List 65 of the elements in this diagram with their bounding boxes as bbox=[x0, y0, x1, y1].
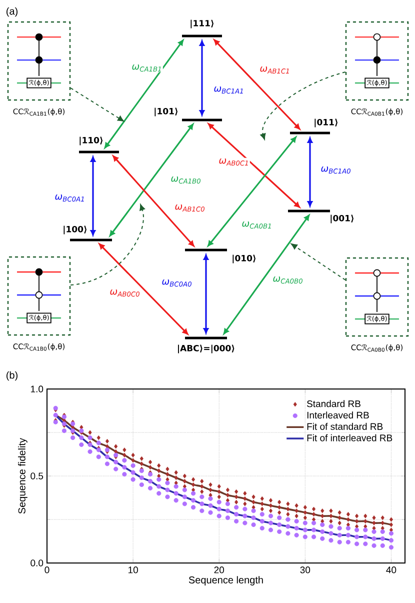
x-axis-title: Sequence length bbox=[188, 576, 263, 586]
energy-level: |001⟩ bbox=[288, 210, 354, 224]
transition-arrow bbox=[214, 39, 300, 130]
y-tick-label: 0.0 bbox=[30, 560, 44, 566]
node-label: |ABC⟩=|000⟩ bbox=[178, 344, 234, 354]
leader-line bbox=[70, 204, 145, 286]
y-tick-label: 0.5 bbox=[30, 472, 44, 480]
leader-line bbox=[291, 244, 346, 280]
edge-label: ω$_{BC0A1}$ bbox=[54, 194, 86, 202]
transition-arrow bbox=[307, 137, 313, 207]
node-label: |001⟩ bbox=[330, 214, 354, 224]
transition-arrow bbox=[199, 40, 205, 116]
edge-label: ω$_{AB0C0}$ bbox=[109, 288, 141, 298]
energy-level: |111⟩ bbox=[182, 20, 222, 38]
scatter-chart: 0 10 20 30 40 0.0 0.5 1.0 Sequence length Sequence fidelity Standard RB Interleaved RB Fit of standard RB Fit of interleaved RB bbox=[18, 386, 406, 586]
gate-box bbox=[7, 21, 71, 101]
gate-box bbox=[345, 21, 409, 101]
edge-label: ω$_{CA0B0}$ bbox=[272, 276, 304, 284]
edge-label: ω$_{CA1B1}$ bbox=[131, 64, 163, 72]
transition-arrow bbox=[109, 124, 194, 236]
gate-box bbox=[345, 257, 409, 337]
x-tick-label: 30 bbox=[300, 566, 310, 574]
x-tick-label: 10 bbox=[128, 566, 138, 574]
node-label: |101⟩ bbox=[154, 108, 178, 116]
x-tick-label: 0 bbox=[44, 566, 50, 574]
panel-label: (a) bbox=[6, 7, 18, 17]
legend-label: Fit of standard RB bbox=[307, 422, 383, 430]
edge-label: ω$_{BC1A0}$ bbox=[320, 166, 352, 174]
transition-arrow bbox=[104, 40, 184, 148]
edge-label: ω$_{CA1B0}$ bbox=[170, 176, 202, 184]
edge-label: ω$_{BC1A1}$ bbox=[213, 86, 245, 94]
node-label: |111⟩ bbox=[190, 20, 214, 28]
energy-level: |110⟩ bbox=[79, 136, 119, 154]
node-label: |100⟩ bbox=[64, 226, 86, 234]
transition-arrow bbox=[112, 156, 194, 246]
leader-line bbox=[260, 72, 346, 140]
energy-level: |101⟩ bbox=[154, 108, 222, 122]
energy-level: |010⟩ bbox=[185, 248, 256, 264]
transition-arrow bbox=[90, 156, 96, 236]
legend-label: Standard RB bbox=[307, 400, 360, 408]
y-axis-title: Sequence fidelity bbox=[18, 438, 28, 514]
edge-label: ω$_{AB1C1}$ bbox=[259, 66, 291, 74]
x-tick-label: 20 bbox=[214, 566, 224, 574]
node-label: |110⟩ bbox=[80, 136, 102, 146]
edge-label: ω$_{BC0A0}$ bbox=[161, 278, 193, 288]
leader-line bbox=[70, 88, 124, 122]
legend-label: Interleaved RB bbox=[307, 412, 369, 419]
edge-label: ω$_{AB0C1}$ bbox=[218, 158, 250, 166]
panel-label: (b) bbox=[6, 371, 18, 381]
edge-label: ω$_{AB1C0}$ bbox=[174, 204, 206, 212]
transition-arrow bbox=[223, 214, 310, 334]
edge-label: ω$_{CA0B1}$ bbox=[241, 220, 273, 230]
transition-arrow bbox=[98, 243, 188, 335]
node-label: |010⟩ bbox=[232, 254, 256, 264]
transition-arrow bbox=[208, 136, 296, 246]
x-tick-label: 40 bbox=[386, 566, 396, 574]
energy-level: |100⟩ bbox=[64, 226, 112, 242]
energy-level: |011⟩ bbox=[290, 118, 338, 134]
gate-box bbox=[7, 256, 71, 336]
transition-arrow bbox=[203, 254, 209, 334]
node-label: |011⟩ bbox=[314, 118, 338, 128]
legend-label: Fit of interleaved RB bbox=[307, 434, 392, 442]
energy-level: |ABC⟩=|000⟩ bbox=[178, 336, 234, 354]
transition-arrow bbox=[208, 123, 300, 208]
y-tick-label: 1.0 bbox=[30, 386, 44, 392]
